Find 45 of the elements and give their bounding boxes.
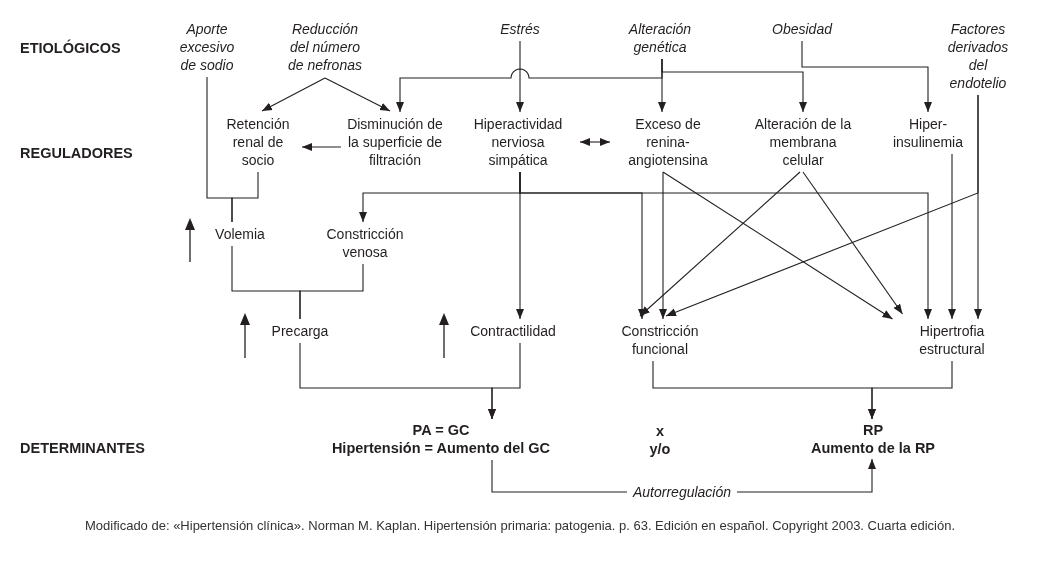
factor-text: Constricción venosa bbox=[325, 225, 405, 261]
factor-text: Precarga bbox=[271, 322, 329, 340]
arrow bbox=[579, 138, 611, 146]
arrow bbox=[261, 77, 326, 112]
caption: Modificado de: «Hipertensión clínica». Norman M. Kaplan. Hipertensión primaria: patogenia. p. 63. Edición en español. Copyright 2003. Cuarta edición. bbox=[83, 517, 957, 534]
regulator-text: Retención renal de socio bbox=[225, 115, 291, 169]
arrow bbox=[301, 143, 342, 151]
arrow bbox=[639, 171, 801, 317]
arrow bbox=[516, 40, 524, 113]
formula-text: PA = GC bbox=[411, 421, 471, 439]
arrow bbox=[324, 77, 391, 112]
arrow bbox=[519, 171, 932, 320]
arrow bbox=[659, 171, 667, 320]
operator-text: y/o bbox=[649, 441, 671, 457]
factor-text: Volemia bbox=[215, 225, 265, 243]
row-heading: REGULADORES bbox=[20, 145, 133, 161]
arrow bbox=[661, 58, 807, 113]
cause-text: Alteración genética bbox=[627, 20, 693, 56]
arrow bbox=[802, 171, 904, 315]
formula-text: Aumento de la RP bbox=[810, 439, 936, 457]
row-heading: ETIOLÓGICOS bbox=[20, 40, 121, 56]
cause-text: Obesidad bbox=[772, 20, 832, 38]
cause-text: Factores derivados del endotelio bbox=[946, 20, 1010, 92]
cause-text: Aporte excesivo de sodio bbox=[178, 20, 236, 74]
regulator-text: Exceso de renina-angiotensina bbox=[627, 115, 709, 169]
edge-label: Autorregulación bbox=[626, 484, 738, 500]
formula-text: RP bbox=[861, 421, 885, 439]
row-heading: DETERMINANTES bbox=[20, 440, 145, 456]
regulator-text: Hiperactividad nerviosa simpática bbox=[472, 115, 564, 169]
regulator-text: Alteración de la membrana celular bbox=[753, 115, 853, 169]
formula-text: Hipertensión = Aumento del GC bbox=[331, 439, 551, 457]
factor-text: Constricción funcional bbox=[620, 322, 700, 358]
cause-text: Estrés bbox=[500, 20, 540, 38]
arrow bbox=[868, 360, 953, 420]
factor-text: Contractilidad bbox=[470, 322, 556, 340]
arrow bbox=[488, 342, 521, 420]
arrow bbox=[948, 153, 956, 320]
factor-text: Hipertrofia estructural bbox=[918, 322, 986, 358]
arrow bbox=[662, 171, 894, 320]
operator-text: x bbox=[655, 423, 665, 439]
regulator-text: Disminución de la superficie de filtración bbox=[346, 115, 444, 169]
arrow bbox=[801, 40, 932, 113]
regulator-text: Hiper-insulinemia bbox=[891, 115, 964, 151]
cause-text: Reducción del número de nefronas bbox=[287, 20, 363, 74]
arrow bbox=[665, 94, 979, 317]
